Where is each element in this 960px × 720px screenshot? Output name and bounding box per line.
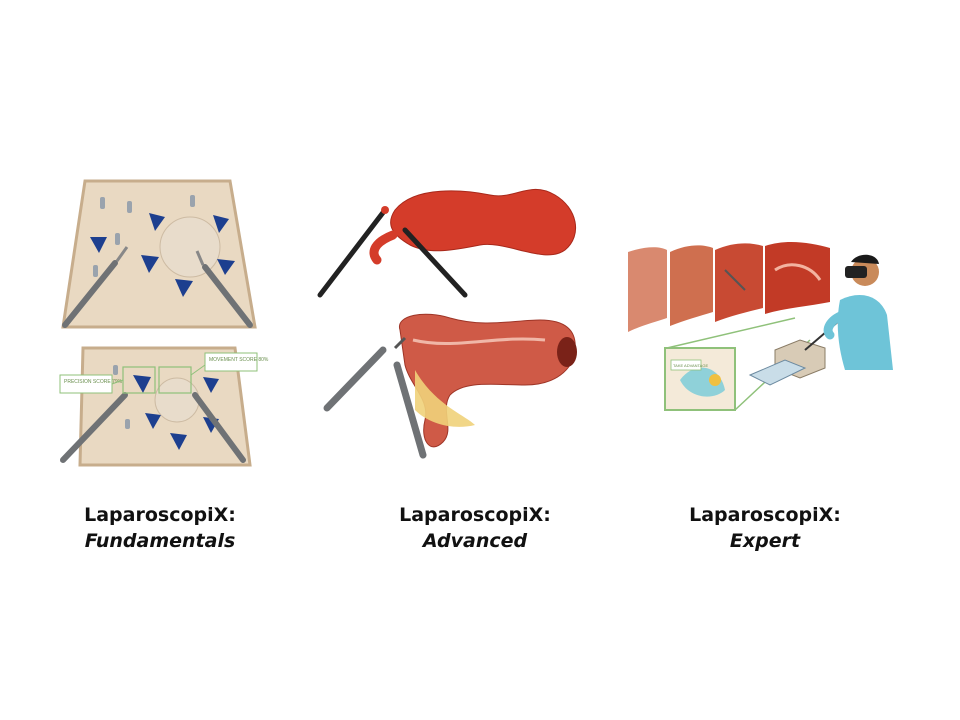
fundamentals-illustration: PRECISION SCORE 79% MOVEMENT SCORE 80% bbox=[59, 179, 269, 467]
caption-expert: LaparoscopiX: Expert bbox=[635, 502, 895, 554]
caption-title: LaparoscopiX: bbox=[84, 504, 236, 526]
surgeon-figure bbox=[823, 254, 893, 370]
advanced-illustration bbox=[317, 188, 577, 459]
movement-score-label: MOVEMENT SCORE 80% bbox=[209, 357, 269, 363]
caption-advanced: LaparoscopiX: Advanced bbox=[345, 502, 605, 554]
inset-label: TAKE ADVANTAGE bbox=[673, 363, 708, 368]
caption-subtitle: Expert bbox=[729, 530, 801, 552]
expert-illustration: TAKE ADVANTAGE bbox=[628, 241, 893, 411]
peg-transfer-board-top bbox=[61, 179, 257, 329]
caption-subtitle: Advanced bbox=[422, 530, 528, 552]
training-device bbox=[748, 319, 841, 386]
inset-view: TAKE ADVANTAGE bbox=[664, 317, 811, 411]
intestine-model bbox=[323, 313, 577, 459]
peg-transfer-board-bottom: PRECISION SCORE 79% MOVEMENT SCORE 80% bbox=[59, 346, 269, 467]
caption-fundamentals: LaparoscopiX: Fundamentals bbox=[30, 502, 290, 554]
caption-title: LaparoscopiX: bbox=[689, 504, 841, 526]
precision-score-label: PRECISION SCORE 79% bbox=[64, 379, 123, 385]
vr-screens bbox=[628, 241, 830, 332]
caption-title: LaparoscopiX: bbox=[399, 504, 551, 526]
organ-model bbox=[317, 188, 576, 298]
caption-subtitle: Fundamentals bbox=[84, 530, 236, 552]
